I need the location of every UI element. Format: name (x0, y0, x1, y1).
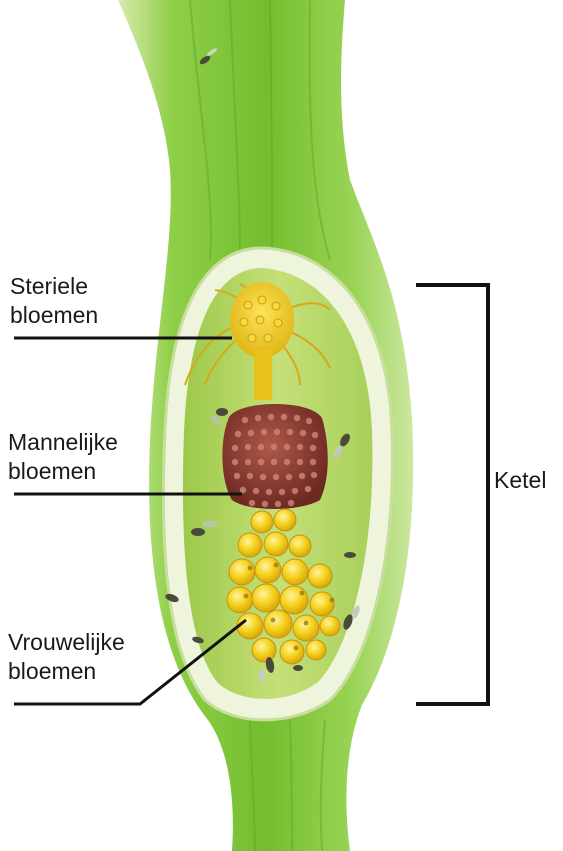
label-sterile-flowers: Steriele bloemen (10, 272, 98, 330)
label-chamber-text: Ketel (494, 466, 546, 495)
chamber-bracket (416, 285, 488, 704)
label-female-flowers: Vrouwelijke bloemen (8, 628, 125, 686)
label-male-line1: Mannelijke (8, 428, 118, 457)
label-male-flowers: Mannelijke bloemen (8, 428, 118, 486)
label-chamber: Ketel (494, 466, 546, 495)
label-male-line2: bloemen (8, 457, 118, 486)
label-female-line2: bloemen (8, 657, 125, 686)
label-sterile-line1: Steriele (10, 272, 98, 301)
label-sterile-line2: bloemen (10, 301, 98, 330)
label-female-line1: Vrouwelijke (8, 628, 125, 657)
